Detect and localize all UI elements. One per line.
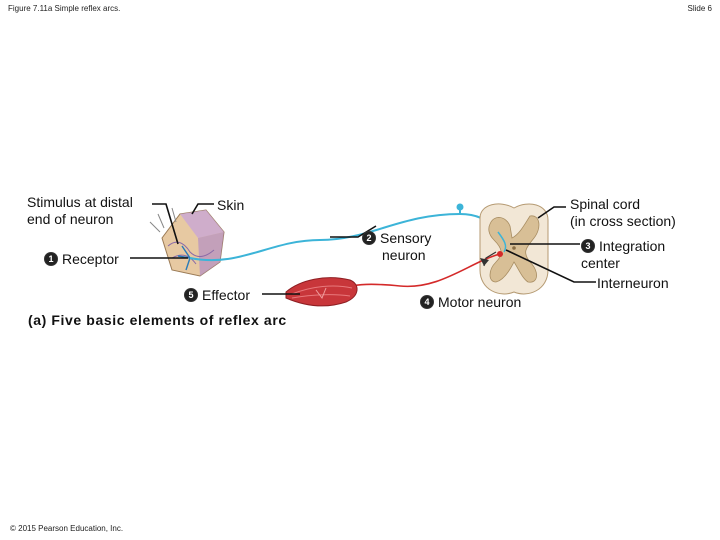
interneuron-fiber: [497, 231, 507, 253]
leader-interneuron: [505, 249, 596, 283]
label-stimulus: Stimulus at distal end of neuron: [27, 194, 133, 227]
label-skin: Skin: [217, 197, 245, 213]
figure-title: Figure 7.11a Simple reflex arcs.: [8, 4, 121, 13]
copyright-footer: © 2015 Pearson Education, Inc.: [10, 524, 124, 533]
slide-label: Slide 6: [687, 4, 712, 13]
effector-muscle: [285, 277, 358, 307]
step-number-3: 3: [581, 239, 595, 253]
figure-caption: (a) Five basic elements of reflex arc: [28, 312, 287, 328]
leader-stimulus: [152, 203, 179, 245]
step-number-1: 1: [44, 252, 58, 266]
label-interneuron: Interneuron: [597, 275, 669, 291]
step-number-2: 2: [362, 231, 376, 245]
sensory-cell-body: [456, 203, 464, 211]
leader-skin: [191, 203, 214, 215]
spinal-cord-section: [479, 203, 549, 295]
label-spinal-cord: Spinal cord (in cross section): [570, 196, 676, 229]
step-number-5: 5: [184, 288, 198, 302]
leader-spinal-cord: [537, 206, 566, 219]
step-number-4: 4: [420, 295, 434, 309]
leader-sensory: [330, 225, 377, 238]
